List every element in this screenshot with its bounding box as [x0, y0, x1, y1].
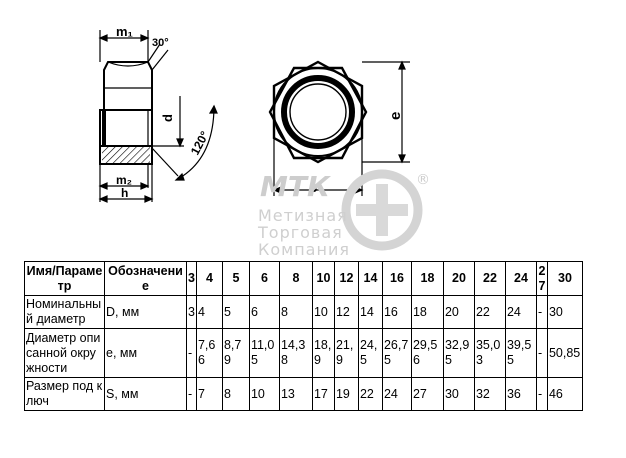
table-cell: 19 — [333, 377, 359, 411]
table-cell: - — [186, 328, 197, 378]
nut-top-view — [268, 60, 368, 164]
s-label: s — [309, 179, 317, 196]
table-header-row: Имя/Параметр Обозначение 3 4 5 6 8 10 12… — [24, 261, 583, 296]
table-cell: 5 — [221, 295, 250, 329]
row-name: Номинальный диаметр — [24, 295, 105, 329]
header-size: 14 — [357, 261, 383, 296]
header-size: 10 — [311, 261, 335, 296]
table-cell: 3 — [186, 295, 197, 329]
table-cell: - — [535, 295, 548, 329]
header-size: 8 — [278, 261, 313, 296]
header-size: 16 — [381, 261, 412, 296]
table-cell: 11,05 — [248, 328, 280, 378]
table-cell: 50,85 — [546, 328, 583, 378]
table-cell: 24 — [504, 295, 537, 329]
table-cell: 7,66 — [195, 328, 223, 378]
e-label: e — [387, 112, 404, 120]
nut-side-view — [99, 61, 153, 165]
table-cell: 10 — [248, 377, 280, 411]
table-cell: 6 — [248, 295, 280, 329]
table-cell: 36 — [504, 377, 537, 411]
nut-specification-table: Имя/Параметр Обозначение 3 4 5 6 8 10 12… — [24, 261, 583, 411]
e-dimension — [362, 60, 410, 164]
header-size: 4 — [195, 261, 223, 296]
table-cell: 14 — [357, 295, 383, 329]
h-label: h — [121, 186, 128, 200]
table-cell: 21,9 — [333, 328, 359, 378]
table-row: Номинальный диаметр D, мм 3 4 5 6 8 10 1… — [24, 295, 583, 329]
row-name: Диаметр описанной окружности — [24, 328, 105, 378]
row-symbol: D, мм — [104, 295, 187, 329]
watermark-logo-text: МТК — [260, 170, 332, 203]
table-cell: 16 — [381, 295, 412, 329]
table-cell: 30 — [442, 377, 475, 411]
header-size: 20 — [442, 261, 475, 296]
header-size: 18 — [410, 261, 444, 296]
table-cell: 32,95 — [442, 328, 475, 378]
table-cell: 26,75 — [381, 328, 412, 378]
chamfer-angle-mark — [147, 43, 169, 71]
table-cell: 35,03 — [473, 328, 506, 378]
table-cell: 27 — [410, 377, 444, 411]
table-cell: 18,9 — [311, 328, 335, 378]
table-cell: - — [535, 377, 548, 411]
table-cell: 39,55 — [504, 328, 537, 378]
watermark-logo-graphic — [341, 169, 423, 251]
table-cell: 4 — [195, 295, 223, 329]
table-cell: 24,5 — [357, 328, 383, 378]
table-cell: 32 — [473, 377, 506, 411]
header-symbol: Обозначение — [104, 261, 187, 296]
m2-h-dimensions — [98, 164, 154, 203]
table-cell: 12 — [333, 295, 359, 329]
table-cell: 14,38 — [278, 328, 313, 378]
watermark-caption: Метизная Торговая Компания — [258, 207, 368, 263]
chamfer-angle-label: 30° — [152, 37, 169, 49]
nut-technical-drawing: m₁ 30° d 120° m₂ h — [98, 24, 430, 251]
row-name: Размер под ключ — [24, 377, 105, 411]
d-dimension — [152, 96, 184, 148]
watermark-line-2: Торговая — [258, 223, 343, 242]
table-cell: 29,56 — [410, 328, 444, 378]
row-symbol: S, мм — [104, 377, 187, 411]
table-row: Диаметр описанной окружности e, мм - 7,6… — [24, 328, 583, 378]
table-cell: 8 — [278, 295, 313, 329]
d-label: d — [160, 114, 175, 122]
header-size: 30 — [546, 261, 583, 296]
m1-label: m₁ — [116, 24, 133, 39]
row-symbol: e, мм — [104, 328, 187, 378]
header-size: 27 — [535, 261, 548, 296]
table-cell: 24 — [381, 377, 412, 411]
watermark-registered: ® — [416, 172, 430, 188]
header-size: 22 — [473, 261, 506, 296]
table-cell: 8,79 — [221, 328, 250, 378]
header-size: 12 — [333, 261, 359, 296]
table-cell: 17 — [311, 377, 335, 411]
m1-dimension — [98, 30, 150, 62]
header-size: 6 — [248, 261, 280, 296]
m2-label: m₂ — [116, 173, 132, 187]
table-cell: 30 — [546, 295, 583, 329]
table-cell: 13 — [278, 377, 313, 411]
table-cell: 22 — [473, 295, 506, 329]
table-cell: 46 — [546, 377, 583, 411]
table-cell: 18 — [410, 295, 444, 329]
table-cell: - — [186, 377, 197, 411]
table-cell: 7 — [195, 377, 223, 411]
header-size: 5 — [221, 261, 250, 296]
watermark-line-3: Компания — [258, 240, 350, 259]
header-name: Имя/Параметр — [24, 261, 105, 296]
table-cell: - — [535, 328, 548, 378]
table-cell: 22 — [357, 377, 383, 411]
table-cell: 20 — [442, 295, 475, 329]
header-size: 24 — [504, 261, 537, 296]
watermark-line-1: Метизная — [258, 206, 348, 225]
table-row: Размер под ключ S, мм - 7 8 10 13 17 19 … — [24, 377, 583, 411]
table-cell: 10 — [311, 295, 335, 329]
table-cell: 8 — [221, 377, 250, 411]
cone-angle-arc — [151, 104, 218, 181]
header-size: 3 — [186, 261, 197, 296]
